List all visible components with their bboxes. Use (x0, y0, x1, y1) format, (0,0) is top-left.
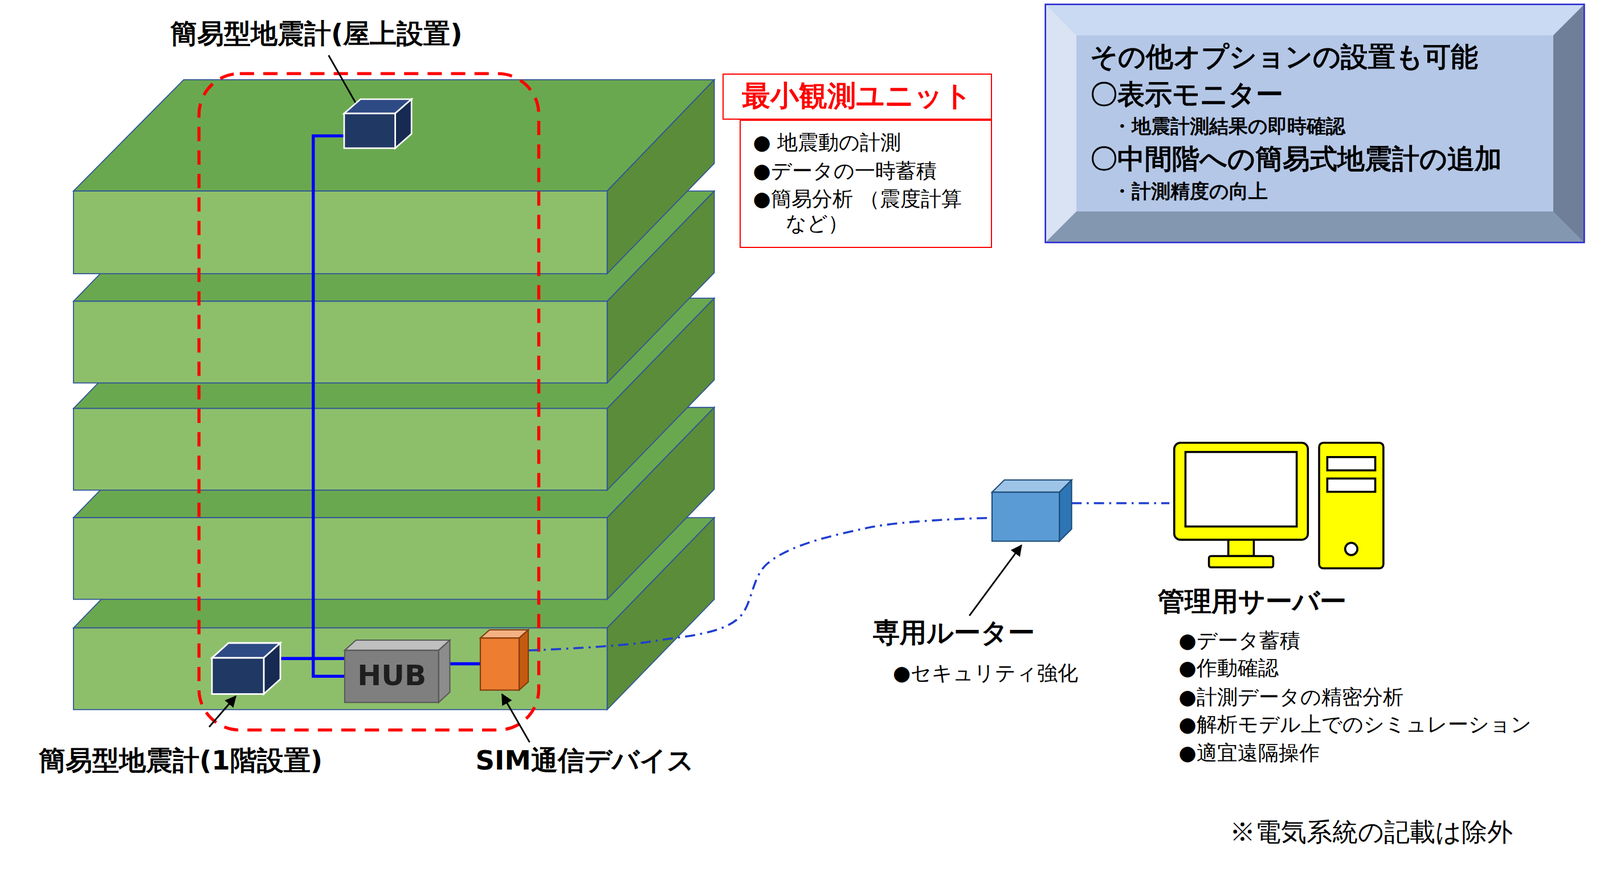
node-body-text: ●簡易分析 （震度計算など） (753, 186, 981, 236)
node-heading: 管理用サーバー (1157, 585, 1347, 618)
node-body-text: ●作動確認 (1178, 655, 1279, 681)
node-heading: 簡易型地震計(1階設置) (38, 744, 323, 777)
node-heading: HUB (357, 658, 427, 693)
node-body-text: ・地震計測結果の即時確認 (1112, 114, 1346, 138)
seismometer-icon-drawing (344, 99, 412, 149)
node-body-text: 〇中間階への簡易式地震計の追加 (1090, 141, 1502, 175)
server-icon-drawing (1173, 441, 1385, 570)
node-body-text: ●計測データの精密分析 (1178, 684, 1403, 710)
leader-line (969, 545, 1022, 616)
option-panel: その他オプションの設置も可能〇表示モニター・地震計測結果の即時確認〇中間階への簡… (1046, 5, 1585, 242)
slab-front (73, 408, 608, 491)
node-body-text: ・計測精度の向上 (1112, 179, 1268, 203)
node-heading: その他オプションの設置も可能 (1090, 39, 1479, 73)
unit-boundary (198, 73, 539, 730)
seismometer-icon: 簡易型地震計(1階設置) (211, 642, 281, 695)
node-body-text: ●セキュリティ強化 (892, 660, 1079, 686)
node-heading: 専用ルーター (872, 617, 1035, 650)
footnote: ※電気系統の記載は除外 (1229, 816, 1513, 848)
slab-side (607, 79, 715, 274)
seismometer-icon: 簡易型地震計(屋上設置) (344, 99, 412, 149)
network-link (1071, 501, 1170, 505)
unit-label-box: 最小観測ユニット ● 地震動の計測 ●データの一時蓄積●簡易分析 （震度計算など） (722, 73, 993, 248)
seismometer-icon-drawing (211, 642, 281, 695)
slab-front (73, 627, 608, 710)
node-heading: 簡易型地震計(屋上設置) (170, 18, 463, 51)
hub-box: HUB (344, 639, 450, 702)
slab-front (73, 517, 608, 599)
node-heading: 最小観測ユニット (741, 78, 973, 113)
leader-line (501, 694, 530, 742)
node-body-text: ●適宜遠隔操作 (1178, 740, 1320, 766)
node-body-text: ●解析モデル上でのシミュレーション (1178, 712, 1532, 737)
slab-front (73, 190, 608, 274)
node-body-text: ● 地震動の計測 (753, 130, 902, 155)
node-body-text: ●データ蓄積 (1178, 628, 1300, 653)
router-box: 専用ルーター●セキュリティ強化 (992, 479, 1072, 541)
slab-top (73, 79, 715, 191)
leader-line (209, 696, 236, 728)
node-heading: SIM通信デバイス (475, 744, 695, 777)
sim-device-drawing (480, 629, 529, 691)
router-box-drawing (992, 479, 1072, 541)
signal-wire (313, 135, 346, 676)
signal-wire (450, 662, 481, 665)
node-body-text: ●データの一時蓄積 (753, 158, 937, 184)
slab-front (73, 301, 608, 383)
server-icon: 管理用サーバー●データ蓄積●作動確認●計測データの精密分析●解析モデル上でのシミ… (1173, 441, 1385, 570)
signal-wire (280, 656, 345, 660)
sim-device: SIM通信デバイス (480, 629, 529, 691)
node-body-text: 〇表示モニター (1090, 77, 1284, 111)
